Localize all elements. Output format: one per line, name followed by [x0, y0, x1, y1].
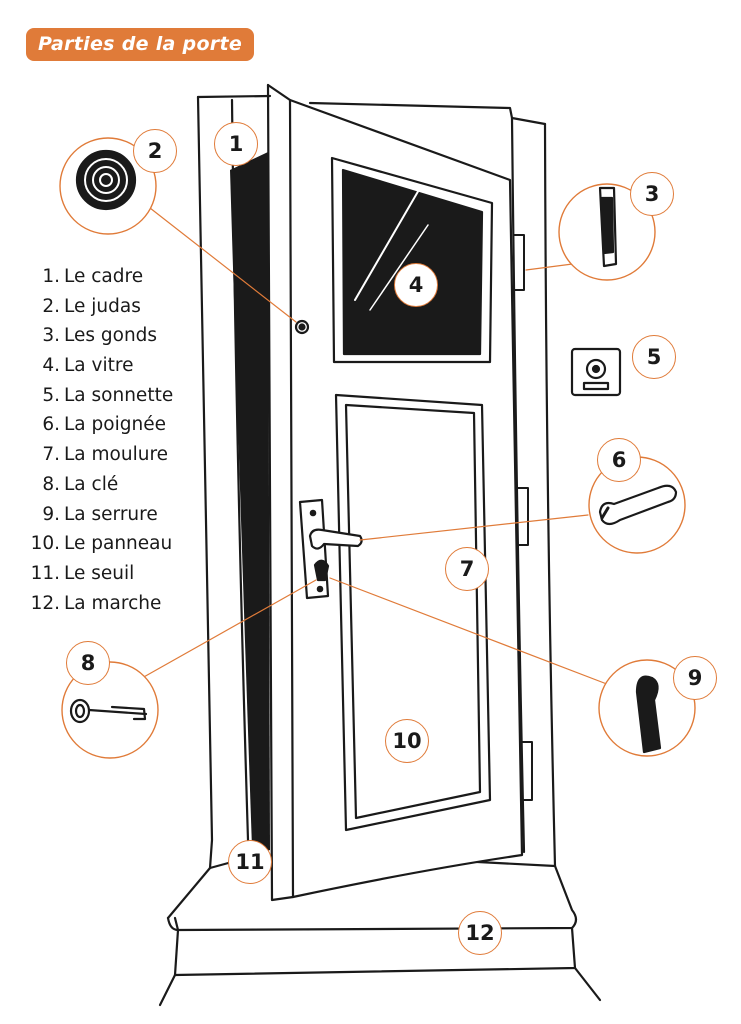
- badge-8: 8: [66, 641, 110, 685]
- legend-label: Le cadre: [64, 266, 144, 287]
- legend-item: 11.Le seuil: [28, 559, 173, 589]
- legend-item: 3.Les gonds: [28, 321, 173, 351]
- legend-number: 8.: [42, 473, 60, 495]
- legend-number: 4.: [42, 355, 60, 377]
- legend-number: 2.: [42, 295, 60, 317]
- badge-1: 1: [214, 122, 258, 166]
- legend-label: Le panneau: [64, 533, 173, 555]
- legend-number: 12.: [30, 592, 60, 614]
- legend-label: Le seuil: [64, 562, 135, 584]
- legend-number: 10.: [30, 533, 60, 555]
- legend-item: 12.La marche: [28, 589, 173, 619]
- legend-label: La serrure: [64, 503, 158, 525]
- legend-item: 4.La vitre: [28, 351, 173, 381]
- callout-keyhole: [598, 659, 696, 757]
- badge-10: 10: [385, 719, 429, 763]
- legend-number: 11.: [30, 562, 60, 584]
- legend-label: La clé: [64, 473, 119, 495]
- badge-4: 4: [394, 263, 438, 307]
- legend-item: 6.La poignée: [28, 410, 173, 440]
- legend-item: 5.La sonnette: [28, 381, 173, 411]
- badge-3: 3: [630, 172, 674, 216]
- callout-peephole: [59, 137, 157, 235]
- legend-label: La poignée: [64, 414, 166, 436]
- peephole: [294, 319, 310, 335]
- hinges: [513, 234, 533, 801]
- door-window: [330, 156, 494, 364]
- door-frame: [196, 94, 557, 870]
- parts-legend: 1.Le cadre 2.Le judas 3.Les gonds 4.La v…: [28, 262, 174, 619]
- legend-label: Le judas: [64, 295, 141, 317]
- door-panel: [334, 393, 492, 832]
- legend-label: La sonnette: [64, 384, 174, 406]
- doorbell: [570, 347, 622, 397]
- legend-label: Les gonds: [64, 325, 158, 347]
- legend-number: 1.: [42, 266, 60, 287]
- callout-hinge: [558, 183, 656, 281]
- legend-item: 8.La clé: [28, 470, 173, 500]
- legend-label: La marche: [64, 592, 162, 614]
- legend-item: 1.Le cadre: [28, 262, 173, 292]
- badge-12: 12: [458, 911, 502, 955]
- leader-lines: [141, 207, 613, 687]
- lock-assembly: [298, 498, 363, 600]
- legend-number: 3.: [42, 325, 60, 347]
- legend-item: 9.La serrure: [28, 500, 173, 530]
- legend-item: 7.La moulure: [28, 440, 173, 470]
- legend-item: 10.Le panneau: [28, 529, 173, 559]
- badge-6: 6: [597, 438, 641, 482]
- legend-item: 2.Le judas: [28, 292, 173, 322]
- title-badge: Parties de la porte: [26, 28, 255, 61]
- badge-9: 9: [673, 656, 717, 700]
- legend-label: La vitre: [64, 355, 134, 377]
- callout-key: [61, 661, 159, 759]
- step-lower: [158, 926, 602, 1007]
- badge-2: 2: [133, 129, 177, 173]
- legend-number: 7.: [42, 444, 60, 466]
- legend-label: La moulure: [64, 444, 169, 466]
- badge-5: 5: [632, 335, 676, 379]
- legend-number: 6.: [42, 414, 60, 436]
- badge-11: 11: [228, 840, 272, 884]
- legend-number: 5.: [42, 384, 60, 406]
- legend-number: 9.: [42, 503, 60, 525]
- badge-7: 7: [445, 547, 489, 591]
- door-opening: [230, 152, 270, 853]
